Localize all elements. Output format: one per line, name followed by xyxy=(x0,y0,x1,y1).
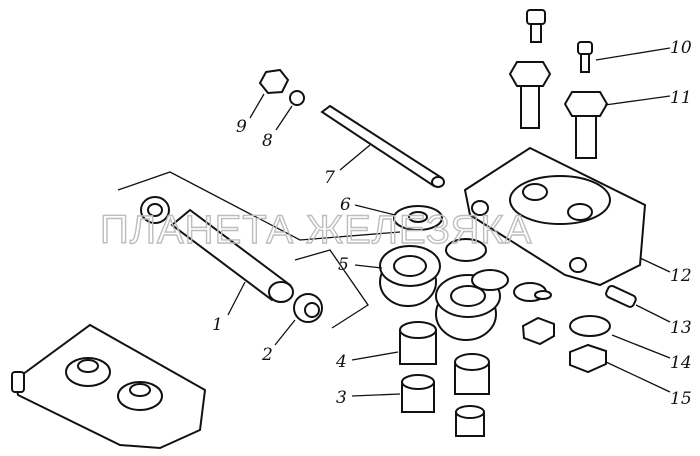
grease-fitting-13 xyxy=(605,284,637,308)
roller-5-upper xyxy=(379,245,441,307)
tube-1 xyxy=(170,208,294,303)
banjo-bolt-left xyxy=(508,61,552,129)
assembled-bracket xyxy=(11,323,207,450)
label-12: 12 xyxy=(670,266,692,286)
bracket-12 xyxy=(463,146,647,287)
lock-washer-8 xyxy=(289,90,305,106)
bushing-3 xyxy=(401,374,435,413)
pin-7 xyxy=(320,104,445,188)
label-3: 3 xyxy=(336,388,347,408)
bushing-2 xyxy=(293,293,323,323)
bushing-4 xyxy=(399,321,437,365)
label-5: 5 xyxy=(338,255,349,275)
watermark: ПЛАНЕТА ЖЕЛЕЗЯКА xyxy=(100,208,532,252)
washer xyxy=(445,238,487,262)
washer xyxy=(534,290,552,300)
label-1: 1 xyxy=(212,315,223,335)
label-14: 14 xyxy=(670,353,692,373)
bushing-right xyxy=(454,353,490,395)
grease-fitting-top xyxy=(526,9,546,43)
roller-5-lower xyxy=(435,274,501,341)
label-4: 4 xyxy=(335,352,347,372)
spacer-washer-6 xyxy=(393,205,443,231)
nut-15 xyxy=(569,343,607,374)
banjo-bolt-11 xyxy=(563,91,609,159)
bushing-small xyxy=(455,405,485,437)
label-13: 13 xyxy=(670,318,692,338)
label-7: 7 xyxy=(324,168,335,188)
bushing-left xyxy=(140,196,170,224)
grease-fitting-10 xyxy=(577,41,593,73)
label-8: 8 xyxy=(262,131,273,151)
nut-9 xyxy=(258,68,290,95)
label-2: 2 xyxy=(261,345,273,365)
label-10: 10 xyxy=(670,38,692,58)
label-11: 11 xyxy=(670,88,692,108)
label-15: 15 xyxy=(670,389,692,409)
label-9: 9 xyxy=(236,117,247,137)
label-6: 6 xyxy=(340,195,351,215)
nut xyxy=(521,316,555,346)
washer-14 xyxy=(569,315,611,337)
washer xyxy=(471,269,509,291)
